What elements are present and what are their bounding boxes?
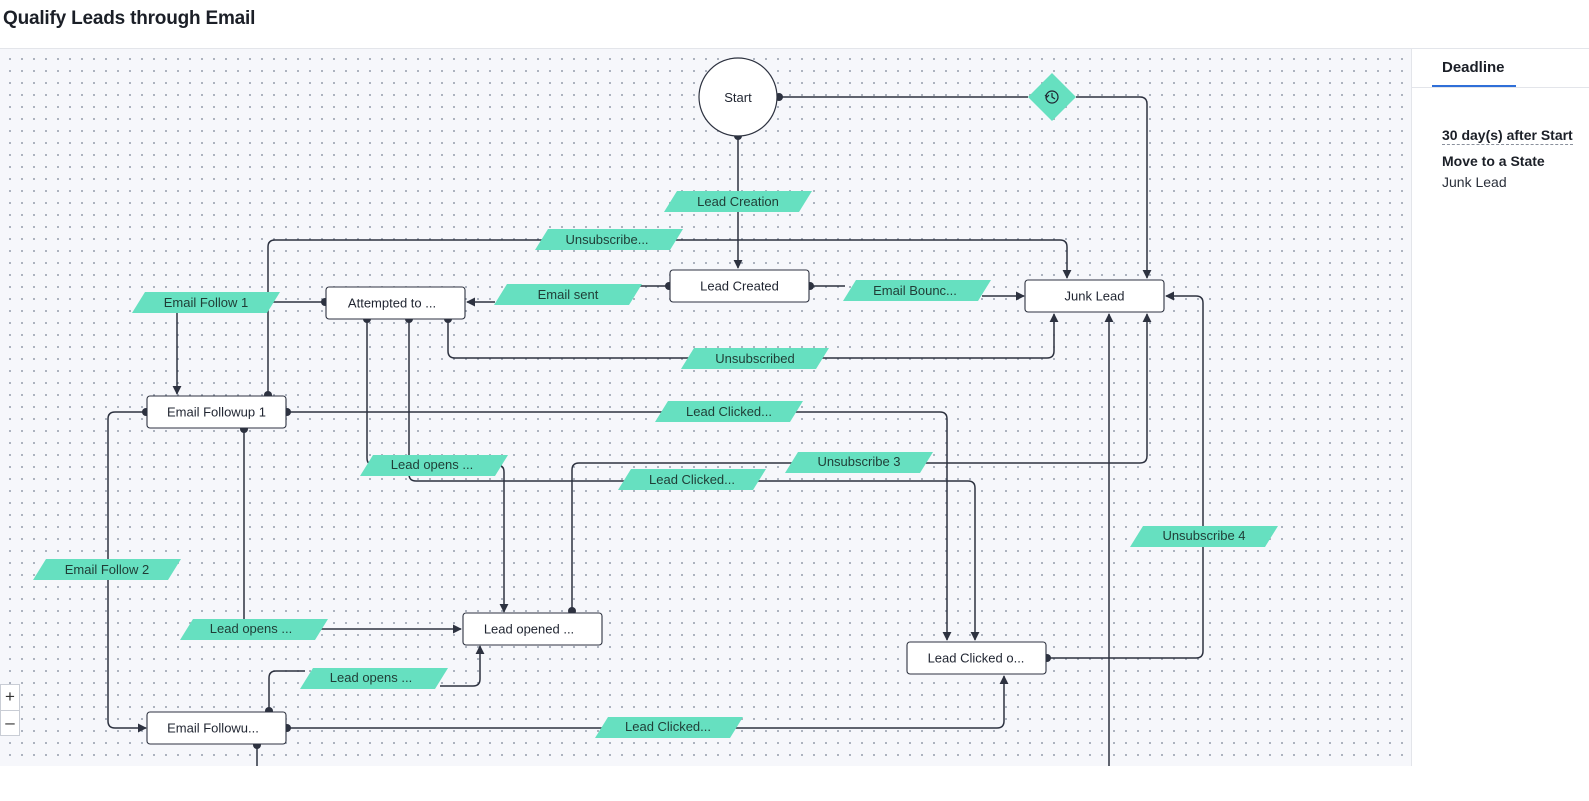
- transition-label: Lead opens ...: [210, 621, 292, 636]
- state-lead-created-label: Lead Created: [700, 279, 779, 294]
- blueprint-diagram[interactable]: Start Lead Created Junk Lead Attempted t…: [0, 49, 1411, 766]
- page-title: Qualify Leads through Email: [3, 8, 256, 29]
- tab-deadline-label: Deadline: [1442, 59, 1505, 76]
- transition-label: Lead Clicked...: [649, 472, 735, 487]
- page-header: Qualify Leads through Email: [0, 0, 1589, 49]
- transition-label: Lead Clicked...: [686, 404, 772, 419]
- transition-label: Unsubscribed: [715, 351, 795, 366]
- state-attempted[interactable]: Attempted to ...: [325, 286, 466, 320]
- transition-email-sent[interactable]: Email sent: [494, 284, 642, 305]
- deadline-condition[interactable]: 30 day(s) after Start: [1442, 127, 1573, 145]
- properties-panel: Deadline 30 day(s) after Start Move to a…: [1411, 49, 1589, 766]
- state-lead-clicked[interactable]: Lead Clicked o...: [906, 641, 1047, 675]
- clock-icon: [1044, 90, 1059, 104]
- state-email-followup-1[interactable]: Email Followup 1: [146, 395, 287, 429]
- edge-timer-to-junk: [1076, 96, 1152, 279]
- state-start-label: Start: [724, 90, 752, 105]
- deadline-action-value: Junk Lead: [1442, 174, 1507, 190]
- state-lead-opened-label: Lead opened ...: [484, 622, 574, 637]
- transition-lead-clicked-1[interactable]: Lead Clicked...: [655, 401, 803, 422]
- edge-clicked-to-junk: [1047, 291, 1204, 659]
- state-email-followup-2[interactable]: Email Followu...: [146, 711, 287, 745]
- transition-lead-opens-2[interactable]: Lead opens ...: [180, 619, 328, 640]
- tab-active-indicator: [1432, 85, 1516, 87]
- transition-lead-clicked-2[interactable]: Lead Clicked...: [618, 469, 766, 490]
- transition-unsubscribe-3[interactable]: Unsubscribe 3: [785, 452, 933, 473]
- transition-lead-clicked-3[interactable]: Lead Clicked...: [595, 717, 743, 738]
- transition-lead-opens-3[interactable]: Lead opens ...: [300, 668, 448, 689]
- state-junk-lead[interactable]: Junk Lead: [1024, 279, 1165, 313]
- state-email-followup-2-label: Email Followu...: [167, 721, 259, 736]
- transition-lead-opens-1[interactable]: Lead opens ...: [360, 455, 508, 476]
- edge-lead-opens-3: [440, 645, 485, 687]
- transition-label: Email Follow 2: [65, 562, 150, 577]
- blueprint-canvas[interactable]: Start Lead Created Junk Lead Attempted t…: [0, 49, 1411, 766]
- transition-label: Unsubscribe 3: [817, 454, 900, 469]
- transition-label: Lead Clicked...: [625, 719, 711, 734]
- transition-email-follow-2[interactable]: Email Follow 2: [33, 559, 181, 580]
- transition-label: Lead opens ...: [391, 457, 473, 472]
- tab-divider: [1412, 87, 1589, 88]
- timer-deadline-node[interactable]: [1028, 73, 1076, 121]
- transition-email-bounce[interactable]: Email Bounc...: [843, 280, 991, 301]
- transition-label: Email sent: [538, 287, 599, 302]
- transition-lead-creation[interactable]: Lead Creation: [664, 191, 812, 212]
- transition-unsubscribed[interactable]: Unsubscribed: [681, 348, 829, 369]
- footer-space: [0, 766, 1589, 801]
- tab-deadline[interactable]: Deadline: [1432, 49, 1516, 87]
- edge-followup1-to-clicked: [287, 411, 952, 641]
- transition-label: Unsubscribe...: [565, 232, 648, 247]
- state-lead-opened[interactable]: Lead opened ...: [462, 612, 603, 646]
- deadline-action-label: Move to a State: [1442, 153, 1545, 169]
- edge-followup2-to-opened: [268, 670, 305, 711]
- zoom-in-button[interactable]: +: [0, 684, 20, 710]
- state-attempted-label: Attempted to ...: [348, 296, 436, 311]
- transition-label: Lead opens ...: [330, 670, 412, 685]
- transition-unsubscribe-top[interactable]: Unsubscribe...: [535, 229, 683, 250]
- state-start[interactable]: Start: [698, 57, 778, 137]
- transition-unsubscribe-4[interactable]: Unsubscribe 4: [1130, 526, 1278, 547]
- transition-label: Unsubscribe 4: [1162, 528, 1245, 543]
- edge-followup2-to-clicked: [287, 675, 1009, 729]
- transition-label: Email Follow 1: [164, 295, 249, 310]
- transition-label: Lead Creation: [697, 194, 779, 209]
- state-lead-created[interactable]: Lead Created: [669, 269, 810, 303]
- state-lead-clicked-label: Lead Clicked o...: [928, 651, 1025, 666]
- transition-label: Email Bounc...: [873, 283, 957, 298]
- state-junk-lead-label: Junk Lead: [1065, 289, 1125, 304]
- zoom-out-button[interactable]: –: [0, 710, 20, 736]
- transition-email-follow-1[interactable]: Email Follow 1: [132, 292, 280, 313]
- state-email-followup-1-label: Email Followup 1: [167, 405, 266, 420]
